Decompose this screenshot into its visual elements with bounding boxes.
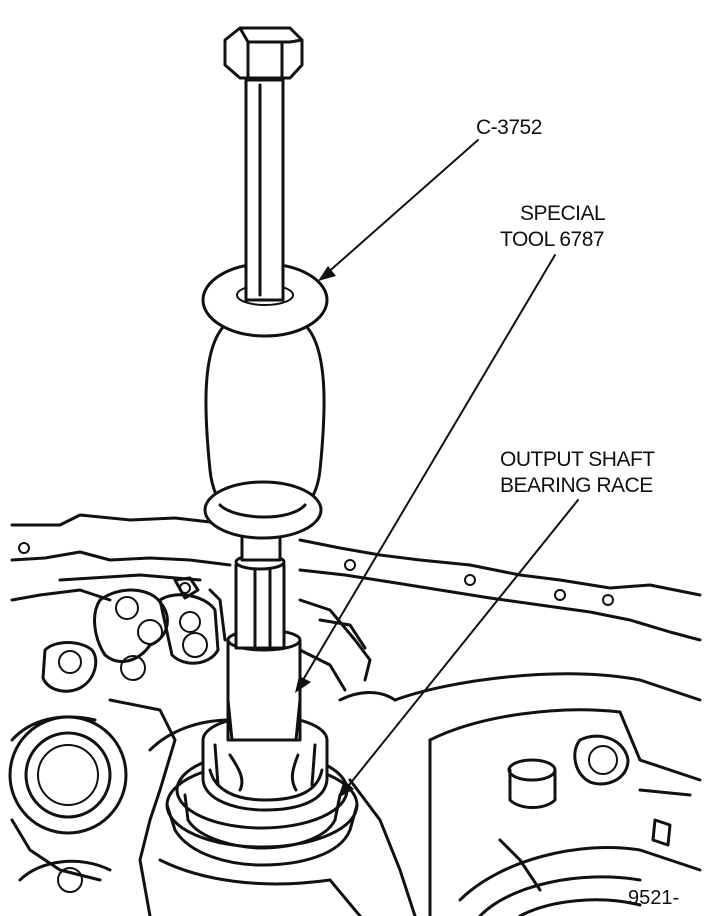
callout-leaders — [295, 139, 579, 798]
label-output-shaft-line1: OUTPUT SHAFT — [500, 448, 655, 471]
arrow-head-icon — [338, 780, 354, 798]
arrow-head-icon — [318, 266, 336, 281]
label-special-tool-line2: TOOL 6787 — [500, 228, 604, 251]
slide-hammer-c3752 — [201, 26, 329, 650]
transmission-case — [8, 513, 702, 916]
label-special-tool-line1: SPECIAL — [520, 202, 605, 225]
figure-number: 9521- — [628, 887, 679, 909]
label-c3752: C-3752 — [476, 116, 542, 139]
arrow-head-icon — [295, 676, 311, 693]
label-output-shaft-line2: BEARING RACE — [500, 474, 653, 497]
callout-labels: C-3752 SPECIAL TOOL 6787 OUTPUT SHAFT BE… — [476, 116, 679, 909]
